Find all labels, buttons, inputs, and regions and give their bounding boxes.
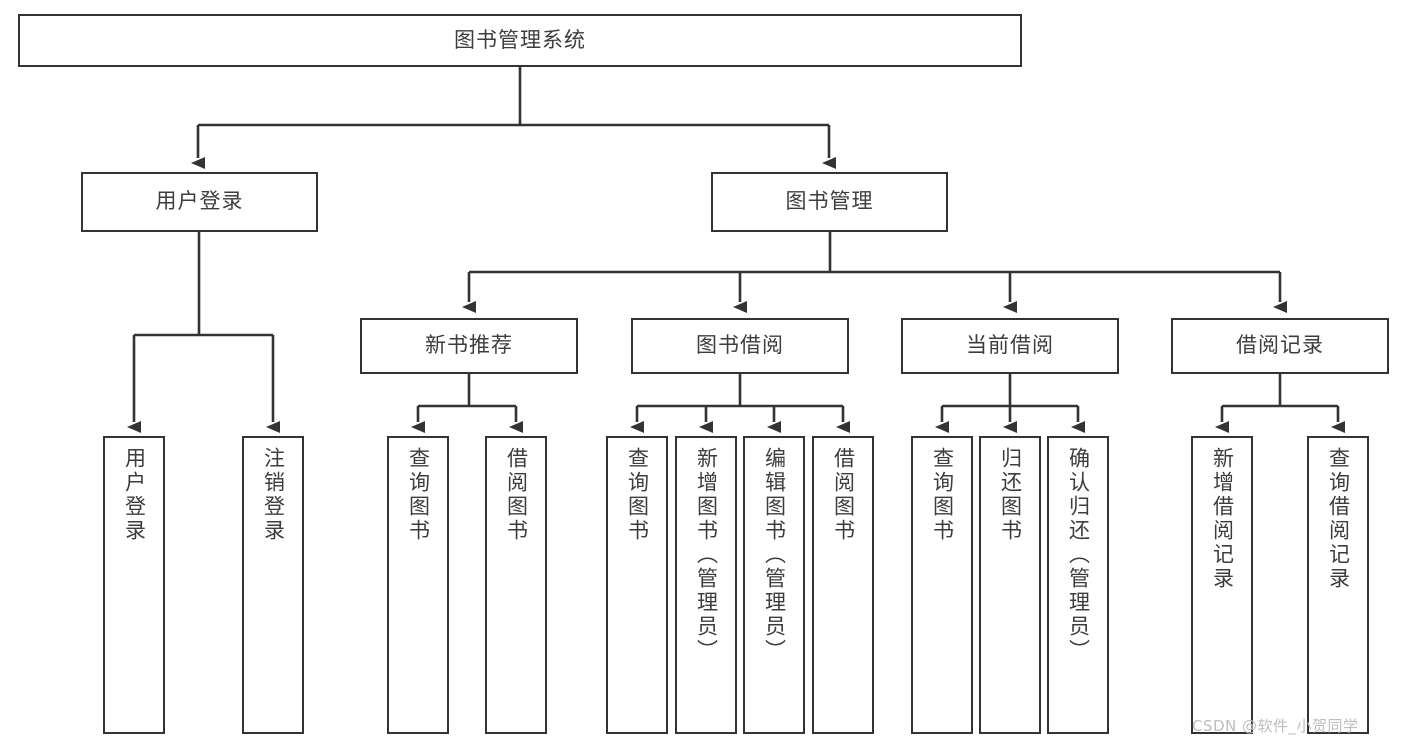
leaf-borrow-book-2-label: 借阅图书 [831,447,856,543]
leaf-query-book-1-label: 查询图书 [406,447,431,543]
node-user-login[interactable]: 用户登录 [81,172,318,232]
node-current-borrow[interactable]: 当前借阅 [901,318,1119,374]
node-book-borrow-label: 图书借阅 [696,333,784,358]
node-borrow-record[interactable]: 借阅记录 [1171,318,1389,374]
leaf-user-login[interactable]: 用户登录 [103,436,165,734]
leaf-return-book-label: 归还图书 [998,447,1023,543]
leaf-query-borrow-record[interactable]: 查询借阅记录 [1307,436,1369,734]
node-book-management-label: 图书管理 [785,189,874,214]
leaf-borrow-book-1-label: 借阅图书 [504,447,529,543]
leaf-edit-book-label: 编辑图书（管理员） [762,447,787,663]
leaf-borrow-book-2[interactable]: 借阅图书 [812,436,874,734]
node-new-book-recommend-label: 新书推荐 [425,333,513,358]
leaf-query-borrow-record-label: 查询借阅记录 [1326,447,1351,591]
node-new-book-recommend[interactable]: 新书推荐 [360,318,578,374]
leaf-add-borrow-record[interactable]: 新增借阅记录 [1191,436,1253,734]
leaf-logout-login[interactable]: 注销登录 [242,436,304,734]
leaf-query-book-2-label: 查询图书 [625,447,650,543]
csdn-watermark: CSDN @软件_小贺同学 [1192,717,1359,735]
leaf-add-book[interactable]: 新增图书（管理员） [675,436,737,734]
leaf-user-login-label: 用户登录 [122,447,147,543]
leaf-confirm-return[interactable]: 确认归还（管理员） [1047,436,1109,734]
leaf-borrow-book-1[interactable]: 借阅图书 [485,436,547,734]
leaf-query-book-3[interactable]: 查询图书 [911,436,973,734]
node-book-management[interactable]: 图书管理 [711,172,948,232]
leaf-query-book-2[interactable]: 查询图书 [606,436,668,734]
node-borrow-record-label: 借阅记录 [1236,333,1324,358]
leaf-add-book-label: 新增图书（管理员） [694,447,719,663]
node-root-label: 图书管理系统 [454,27,586,52]
node-book-borrow[interactable]: 图书借阅 [631,318,849,374]
node-user-login-label: 用户登录 [155,189,244,214]
leaf-query-book-3-label: 查询图书 [930,447,955,543]
leaf-query-book-1[interactable]: 查询图书 [387,436,449,734]
leaf-confirm-return-label: 确认归还（管理员） [1066,447,1091,663]
leaf-edit-book[interactable]: 编辑图书（管理员） [743,436,805,734]
node-current-borrow-label: 当前借阅 [966,333,1054,358]
leaf-logout-login-label: 注销登录 [261,447,286,543]
leaf-return-book[interactable]: 归还图书 [979,436,1041,734]
node-root-system[interactable]: 图书管理系统 [18,14,1022,67]
leaf-add-borrow-record-label: 新增借阅记录 [1210,447,1235,591]
